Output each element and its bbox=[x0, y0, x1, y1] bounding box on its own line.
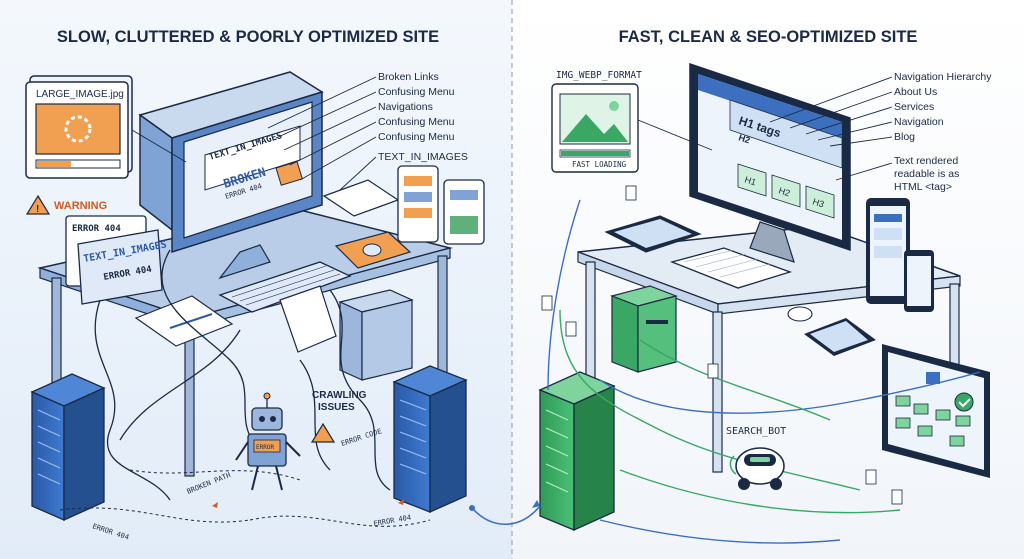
error-marker-icon bbox=[398, 499, 404, 505]
panel-connection-arrow bbox=[471, 505, 541, 526]
left-desk-leg bbox=[184, 325, 195, 477]
box-h3-label: H3 bbox=[811, 196, 825, 209]
left-callout-lines bbox=[131, 76, 377, 191]
screen-error-tile bbox=[275, 160, 303, 186]
right-scene: H1 tags H2 H1 H2 H3 bbox=[538, 62, 990, 544]
error-card-title: ERROR 404 bbox=[72, 224, 121, 234]
box-h1-label: H1 bbox=[743, 174, 757, 187]
left-tablet bbox=[443, 179, 485, 245]
warning-sign: ! WARNING bbox=[25, 194, 107, 215]
webp-image-card: FAST LOADING bbox=[551, 83, 639, 173]
large-image-window: LARGE_IMAGE.jpg bbox=[25, 75, 133, 179]
callout-text-in-images: TEXT_IN_IMAGES bbox=[378, 151, 468, 163]
screen-box-h1 bbox=[737, 163, 767, 197]
fast-loading-progress bbox=[561, 151, 629, 156]
search-bot bbox=[729, 447, 785, 490]
landscape-icon bbox=[562, 114, 628, 142]
left-scene: TEXT_IN_IMAGES BROKEN ERROR 404 LARGE_IM… bbox=[25, 71, 485, 542]
callout-about-us: About Us bbox=[894, 86, 937, 98]
callout-blog: Blog bbox=[894, 131, 915, 143]
left-server-1 bbox=[30, 373, 106, 522]
webp-callout-line bbox=[637, 119, 713, 151]
right-monitor-stand bbox=[749, 221, 795, 263]
screen-h2-label: H2 bbox=[737, 132, 751, 145]
search-bot-label: SEARCH_BOT bbox=[726, 426, 786, 437]
arrow-tail bbox=[469, 505, 475, 511]
crt-stand bbox=[218, 244, 271, 280]
arrow-head-icon bbox=[532, 500, 540, 508]
callout-navigation-hierarchy: Navigation Hierarchy bbox=[894, 71, 992, 83]
tangled-cables bbox=[94, 249, 391, 501]
left-tower-front bbox=[339, 301, 363, 381]
left-paper bbox=[134, 295, 234, 347]
callout-navigation: Navigation bbox=[894, 116, 944, 128]
callout-text-note: Text rendered readable is as HTML <tag> bbox=[894, 155, 962, 193]
left-keyboard bbox=[218, 261, 352, 313]
right-mouse bbox=[787, 306, 813, 322]
left-printout bbox=[279, 285, 337, 353]
webp-card-title: IMG_WEBP_FORMAT bbox=[556, 70, 642, 81]
right-title: FAST, CLEAN & SEO-OPTIMIZED SITE bbox=[619, 28, 918, 46]
large-image-filename: LARGE_IMAGE.jpg bbox=[36, 89, 124, 100]
loading-spinner-icon bbox=[64, 115, 92, 143]
right-callout-lines bbox=[769, 76, 893, 181]
callout-services: Services bbox=[894, 101, 934, 113]
error-404-card: ERROR 404 TEXT_IN_IMAGES ERROR 404 bbox=[65, 215, 168, 305]
callout-confusing-menu-1: Confusing Menu bbox=[378, 86, 455, 98]
fast-loading-label: FAST LOADING bbox=[572, 160, 627, 169]
box-h2-label: H2 bbox=[777, 185, 791, 198]
warning-label: WARNING bbox=[54, 200, 107, 212]
left-server-2 bbox=[392, 365, 468, 514]
callout-confusing-menu-2: Confusing Menu bbox=[378, 116, 455, 128]
callout-broken-links: Broken Links bbox=[378, 71, 439, 83]
screen-box-h3 bbox=[805, 185, 835, 219]
screen-box-h2 bbox=[771, 174, 801, 208]
mouse bbox=[362, 243, 382, 257]
warning-icon bbox=[25, 194, 51, 215]
crawling-issues-line2: ISSUES bbox=[318, 402, 355, 413]
left-tower-side bbox=[361, 299, 413, 381]
clean-data-lines bbox=[547, 199, 981, 544]
callout-confusing-menu-3: Confusing Menu bbox=[378, 131, 455, 143]
crawling-issues-line1: CRAWLING bbox=[312, 390, 367, 401]
broken-crawler-robot: ERROR bbox=[235, 392, 301, 491]
right-green-server bbox=[538, 371, 616, 532]
robot-badge: ERROR bbox=[256, 444, 274, 451]
callout-navigations: Navigations bbox=[378, 101, 433, 113]
left-title: SLOW, CLUTTERED & POORLY OPTIMIZED SITE bbox=[57, 28, 439, 46]
sitemap-folder-icon bbox=[926, 372, 940, 384]
svg-text:!: ! bbox=[36, 204, 39, 215]
crawling-warning-icon bbox=[310, 422, 336, 443]
loading-progress-fill bbox=[37, 161, 71, 167]
error-marker-icon bbox=[212, 502, 218, 508]
sitemap-check-icon bbox=[954, 392, 974, 412]
